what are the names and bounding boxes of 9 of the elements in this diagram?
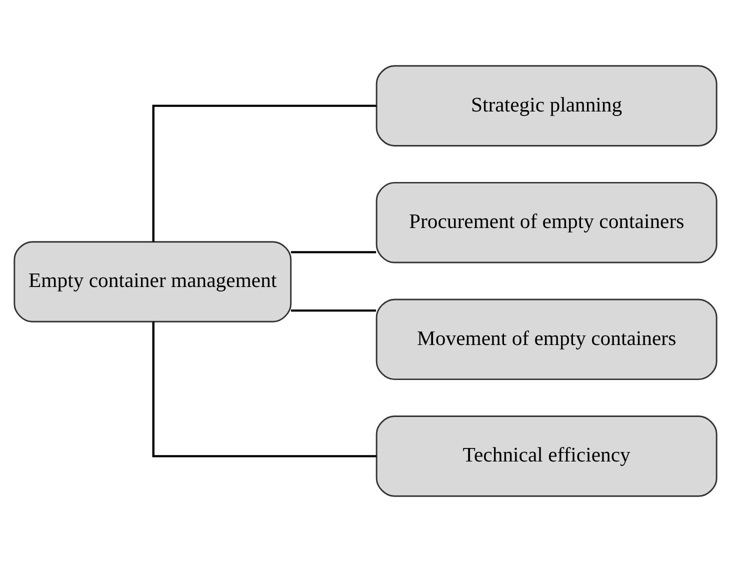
node-box: Movement of empty containers xyxy=(376,298,718,380)
connector xyxy=(152,321,376,457)
connector xyxy=(152,104,376,242)
node-box: Technical efficiency xyxy=(376,415,718,496)
connector xyxy=(290,250,376,253)
node-box: Empty container management xyxy=(14,240,292,322)
connector xyxy=(290,308,376,312)
node-box: Strategic planning xyxy=(376,64,718,146)
node-box: Procurement of empty containers xyxy=(376,181,718,263)
